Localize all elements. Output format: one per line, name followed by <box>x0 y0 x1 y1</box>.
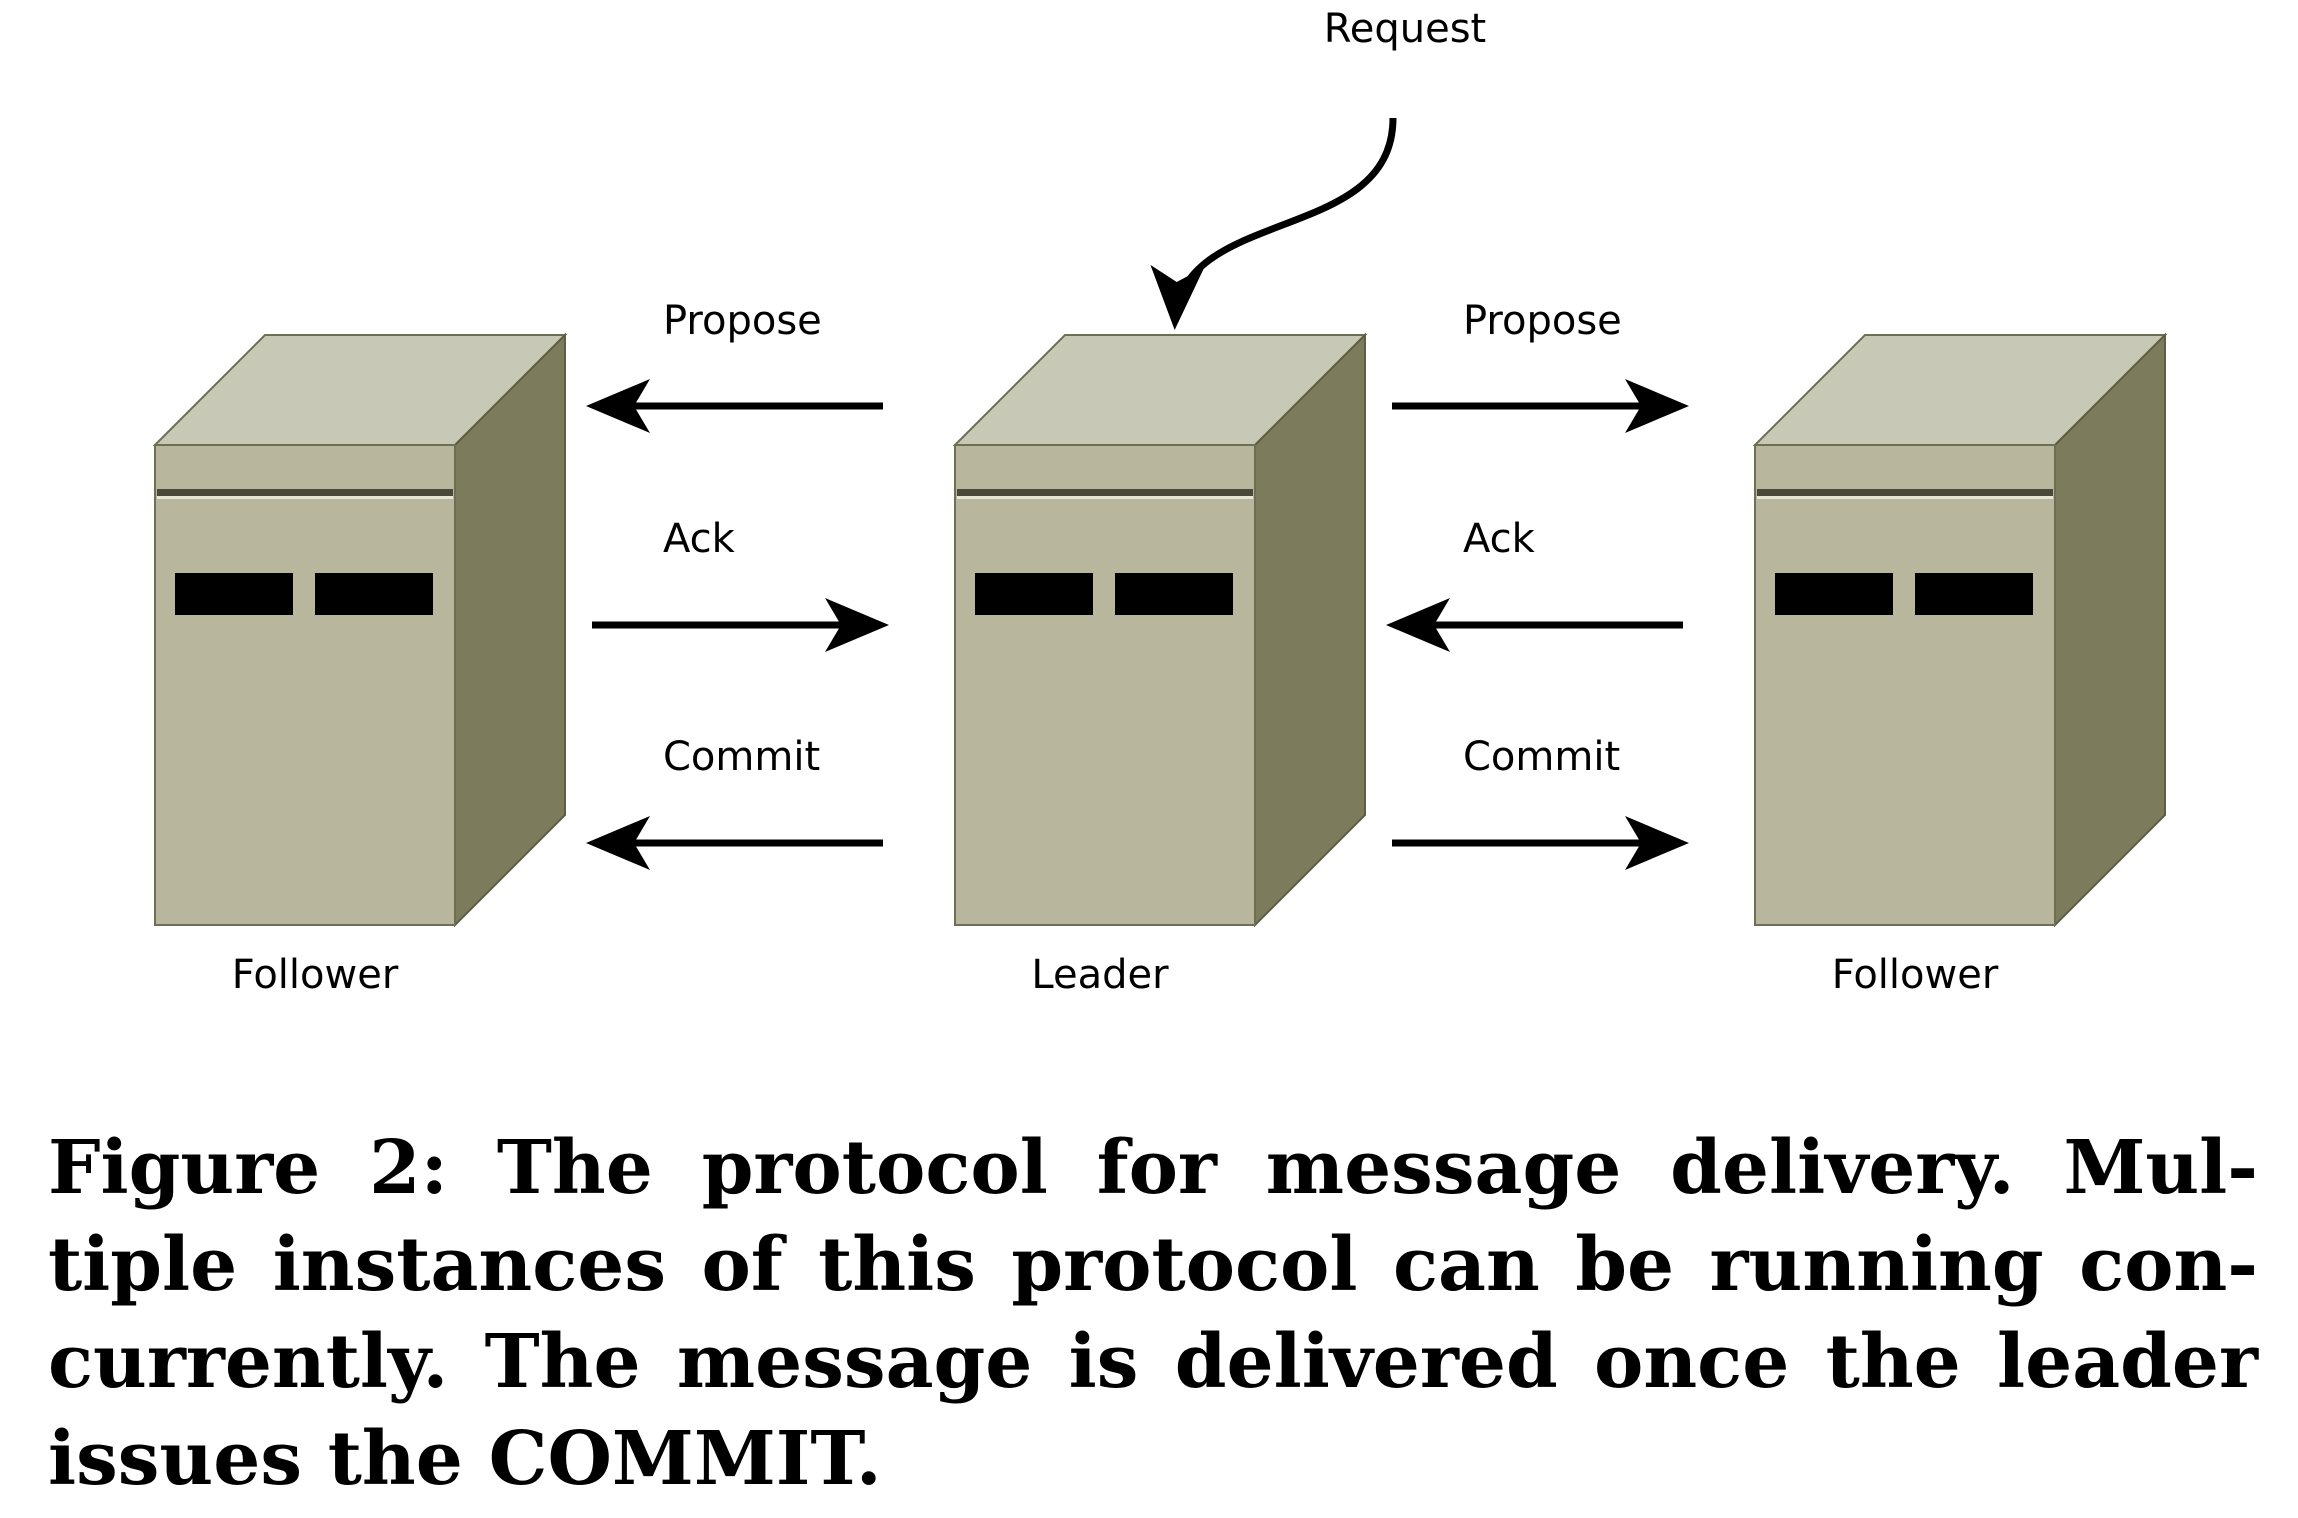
propose-left-label: Propose <box>663 298 822 344</box>
follower-left-server-icon <box>154 334 566 926</box>
follower-right-server-icon <box>1754 334 2166 926</box>
follower-right-label: Follower <box>1832 952 1999 998</box>
ack-right-label: Ack <box>1463 516 1536 562</box>
request-label: Request <box>1324 6 1486 52</box>
figure-caption: Figure 2: The protocol for message deliv… <box>48 1125 2258 1502</box>
leader-label: Leader <box>1031 952 1169 998</box>
commit-right-label: Commit <box>1463 734 1620 780</box>
follower-left-label: Follower <box>232 952 399 998</box>
leader-server-icon <box>954 334 1366 926</box>
propose-right-label: Propose <box>1463 298 1622 344</box>
ack-left-label: Ack <box>663 516 736 562</box>
request-arrow-icon <box>1150 117 1397 330</box>
commit-left-label: Commit <box>663 734 820 780</box>
protocol-diagram: Request Propose Propose Ack Ack Commit C… <box>154 6 2166 998</box>
